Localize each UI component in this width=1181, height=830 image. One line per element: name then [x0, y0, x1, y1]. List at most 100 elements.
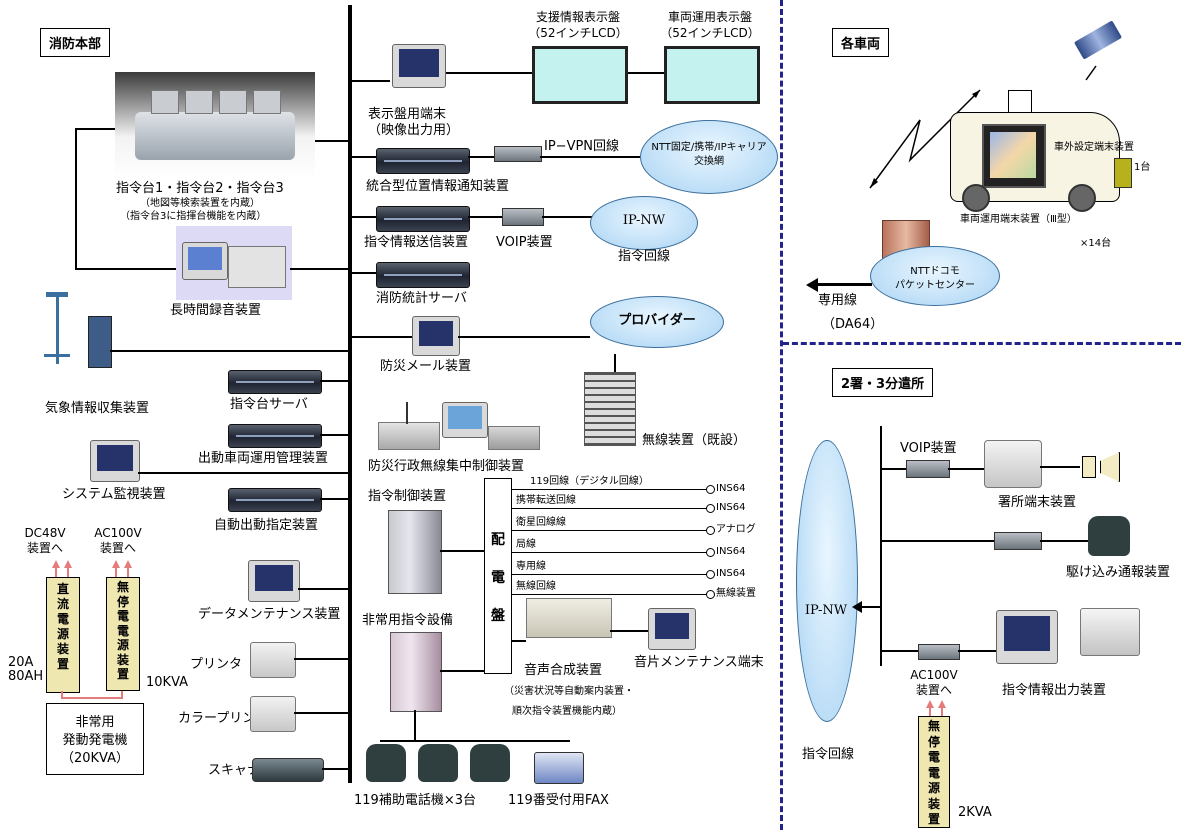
- command-line-label: 指令回線: [618, 249, 671, 264]
- hq-title: 消防本部: [40, 28, 111, 57]
- console-server-icon: [228, 370, 322, 394]
- dedicated-label: 専用線: [818, 293, 858, 308]
- branch-ups-kva-label: 2KVA: [958, 805, 992, 820]
- branch-backbone: [880, 426, 882, 666]
- ntt-cloud: [640, 120, 778, 194]
- line-6-end: 無線装置: [716, 588, 756, 599]
- aux-phone-icon: [418, 744, 458, 782]
- voice-synth-note2: 順次指令装置機能内蔵）: [512, 706, 622, 717]
- consoles-note1: （地図等検索装置を内蔵）: [140, 198, 260, 209]
- ntt-cloud-label2: 交換網: [694, 156, 724, 167]
- recorder-label: 長時間録音装置: [170, 303, 262, 318]
- printer-icon: [250, 642, 296, 678]
- voip-label: VOIP装置: [496, 235, 553, 250]
- auto-dispatch-label: 自動出動指定装置: [214, 518, 319, 533]
- station-terminal-label: 署所端末装置: [998, 495, 1077, 510]
- branch-command-line-label: 指令回線: [802, 747, 855, 762]
- radio-antenna-icon: [614, 354, 616, 372]
- battery-a-label: 20A: [8, 655, 34, 670]
- docomo-cloud: [870, 246, 1000, 306]
- ups-kva-label: 10KVA: [146, 675, 189, 690]
- radio-rack-icon: [584, 372, 636, 446]
- rush-report-phone-icon: [1088, 516, 1130, 556]
- location-device-icon: [376, 148, 470, 174]
- vehicle-panel-sub: （52インチLCD）: [660, 26, 760, 40]
- rush-report-label: 駆け込み通報装置: [1066, 565, 1171, 580]
- support-panel-label: 支援情報表示盤: [535, 10, 620, 24]
- ntt-cloud-label1: NTT固定/携帯/IPキャリア: [651, 142, 767, 153]
- weather-unit-icon: [88, 316, 112, 368]
- line-2-name: 携帯転送回線: [516, 495, 576, 506]
- section-divider-vertical: [780, 0, 783, 830]
- display-terminal-label: 表示盤用端末: [368, 107, 447, 122]
- aux-phones-label: 119補助電話機×3台: [354, 793, 476, 808]
- cmd-control-rack: [388, 510, 442, 594]
- external-terminal-icon: [1114, 158, 1132, 188]
- branch-title: 2署・3分遣所: [832, 368, 934, 397]
- hq-ups-unit: 無停電電 源装置: [106, 577, 140, 691]
- line-6-name: 無線回線: [516, 581, 556, 592]
- line-5-name: 専用線: [516, 561, 546, 572]
- ipnw-cloud: [590, 196, 698, 250]
- auto-dispatch-icon: [228, 488, 322, 512]
- distribution-board: 配電盤: [484, 478, 512, 674]
- speaker-icon: [1082, 456, 1096, 478]
- provider-label: プロバイダー: [618, 313, 696, 328]
- docomo-label1: NTTドコモ: [910, 266, 960, 277]
- station-terminal-icon: [984, 440, 1042, 488]
- output-device-monitor-icon: [996, 610, 1058, 664]
- ipnw-label: IP-NW: [622, 213, 666, 228]
- weather-antenna-icon: [42, 288, 72, 366]
- mail-device-icon: [412, 316, 460, 356]
- voip-device-icon: [502, 208, 544, 226]
- line-1-end: INS64: [716, 483, 746, 494]
- printer-label: プリンタ: [190, 657, 243, 672]
- vehicle-terminal-screen: [982, 124, 1046, 188]
- hq-backbone: [348, 5, 352, 783]
- console-link-line: [75, 128, 77, 270]
- voice-synth-icon: [526, 598, 612, 638]
- line-5-end: INS64: [716, 568, 746, 579]
- aux-phone-icon: [470, 744, 510, 782]
- scanner-label: スキャナ: [208, 763, 261, 778]
- branch-voip-label: VOIP装置: [900, 441, 957, 456]
- rush-report-unit-icon: [994, 532, 1042, 550]
- sys-monitor-label: システム監視装置: [62, 487, 166, 502]
- line-4-name: 局線: [516, 539, 536, 550]
- fax-label: 119番受付用FAX: [508, 793, 609, 808]
- line-3-name: 衛星回線線: [516, 517, 566, 528]
- branch-ups-unit: 無停電電 源装置: [918, 716, 950, 828]
- radio-control-image: [376, 402, 540, 452]
- stats-server-label: 消防統計サーバ: [376, 291, 467, 306]
- external-terminal-label: 車外設定端末装置: [1054, 142, 1134, 153]
- data-maint-icon: [248, 560, 300, 602]
- line-4-end: INS64: [716, 546, 746, 557]
- generator-box: 非常用発動発電機（20KVA）: [46, 703, 144, 775]
- vehicle-panel-lcd: [664, 46, 760, 104]
- line-2-end: INS64: [716, 502, 746, 513]
- support-panel-lcd: [532, 46, 628, 104]
- support-panel-sub: （52インチLCD）: [528, 26, 628, 40]
- output-device-printer-icon: [1080, 608, 1140, 656]
- dc-power-unit: 直流電 源装置: [46, 577, 80, 693]
- consoles-note2: （指令台3に指揮台機能を内蔵）: [120, 211, 267, 222]
- vehicle-terminal-label: 車両運用端末装置（Ⅲ型）: [960, 214, 1077, 225]
- display-terminal-icon: [392, 44, 446, 88]
- ipvpn-label: IP−VPN回線: [544, 139, 620, 154]
- consoles-label: 指令台1・指令台2・指令台3: [116, 181, 284, 196]
- battery-ah-label: 80AH: [8, 669, 44, 684]
- mail-device-label: 防災メール装置: [380, 359, 472, 374]
- emergency-cmd-label: 非常用指令設備: [362, 613, 454, 628]
- branch-ipnw-label: IP-NW: [804, 603, 848, 618]
- wireless-links: [869, 65, 1097, 189]
- radio-existing-label: 無線装置（既設）: [642, 433, 747, 448]
- voice-synth-label: 音声合成装置: [524, 663, 603, 678]
- docomo-label2: パケットセンター: [895, 280, 975, 291]
- emergency-cmd-rack: [390, 632, 442, 712]
- voice-maint-icon: [648, 608, 696, 650]
- display-terminal-sub: （映像出力用）: [368, 123, 460, 138]
- output-device-label: 指令情報出力装置: [1002, 683, 1107, 698]
- scanner-icon: [252, 758, 324, 782]
- stats-server-icon: [376, 262, 470, 288]
